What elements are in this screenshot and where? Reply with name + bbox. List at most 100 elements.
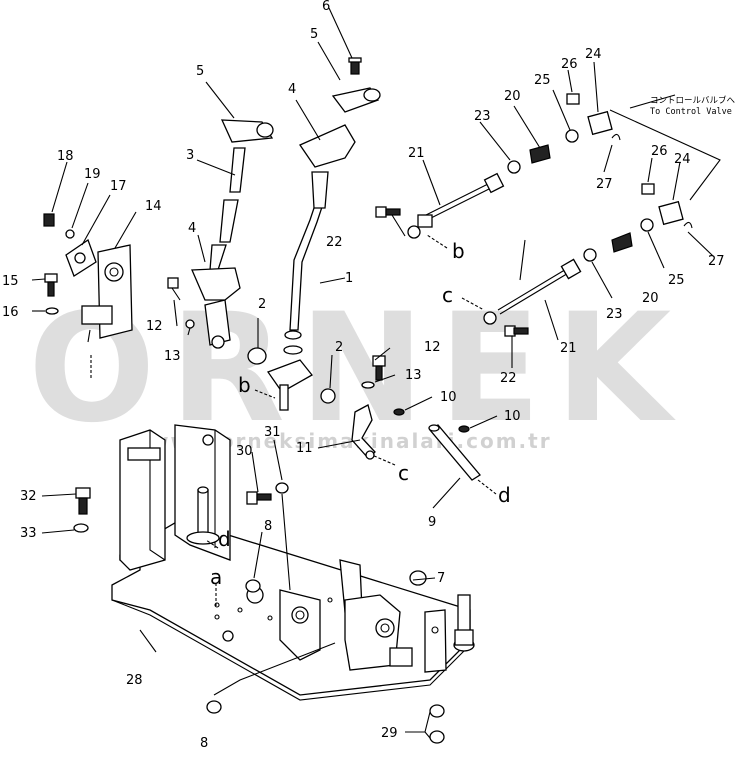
front-bracket-right [389,609,447,673]
washer-13-left [185,319,195,329]
callout-4b: 4 [288,82,296,97]
callout-19: 19 [84,167,101,182]
callout-9: 9 [428,515,436,530]
callout-8a: 8 [264,519,272,534]
stud-20-lower [611,232,633,253]
ref-d-2: d [498,483,511,507]
washer-16 [45,307,59,315]
bolt-22-upper [375,206,401,218]
lever-11 [351,404,376,460]
callout-21b: 21 [560,341,577,356]
bolt-15 [44,273,58,297]
callout-3: 3 [186,148,194,163]
callout-22a: 22 [326,235,343,250]
callout-33: 33 [20,526,37,541]
callout-13a: 13 [164,349,181,364]
rod-21-upper [407,172,505,239]
watermark-logo: ORNEK [28,282,685,456]
joint-24-lower [658,200,684,226]
callout-21a: 21 [408,146,425,161]
bushing-2b [320,388,336,404]
ref-d-1: d [218,527,231,551]
callout-23a: 23 [474,109,491,124]
ref-arrows [90,94,676,606]
leader-lines [31,7,721,739]
callout-24a: 24 [585,47,602,62]
callout-15: 15 [2,274,19,289]
callout-32: 32 [20,489,37,504]
callout-6: 6 [322,0,330,14]
valve-note-jp: コントロールバルブへ [650,95,736,106]
bolt-12-center [372,355,386,381]
bracket-14 [81,244,133,339]
bushing-8-upper [245,579,261,593]
pin-10b [458,425,470,433]
callout-26a: 26 [561,57,578,72]
callout-20a: 20 [504,89,521,104]
callout-25a: 25 [534,73,551,88]
nut-25-lower [640,218,654,232]
spacer-29-lower [429,730,445,744]
callout-26b: 26 [651,144,668,159]
lever-3 [209,147,246,271]
ref-c-1: c [442,283,453,307]
reference-letters: a b b c c d d [210,239,511,589]
bushing-2a [247,347,267,365]
knob-5-right [331,87,381,113]
knob-5-left [220,119,274,143]
screw-6 [348,57,362,75]
callout-1: 1 [345,271,353,286]
nut-25-upper [565,129,579,143]
callout-30: 30 [236,444,253,459]
bushing-8-lower [206,700,222,714]
callout-12a: 12 [146,319,163,334]
spacer-29-upper [429,704,445,718]
ref-b-2: b [238,373,251,397]
left-plate-bracket [119,429,166,571]
callout-13b: 13 [405,368,422,383]
callout-4a: 4 [188,221,196,236]
bolt-18 [43,213,55,227]
ref-a: a [210,565,222,589]
washer-33 [73,523,89,533]
front-bracket-left [279,589,321,661]
callout-5a: 5 [196,64,204,79]
valve-note: コントロールバルブへ To Control Valve [650,95,736,117]
lever-base-4-left [191,267,241,349]
pin-10a [393,408,405,416]
ref-b-1: b [452,239,465,263]
rod-21-lower [483,258,582,325]
stud-post [453,594,475,652]
knob-cover-4-right [299,124,356,168]
callout-27b: 27 [708,254,725,269]
callout-12b: 12 [424,340,441,355]
stud-20-upper [529,144,551,164]
callout-29: 29 [381,726,398,741]
callout-28: 28 [126,673,143,688]
callout-20b: 20 [642,291,659,306]
washer-31 [275,482,289,494]
callout-17: 17 [110,179,127,194]
nut-23-lower [583,248,597,262]
callout-18: 18 [57,149,74,164]
bolt-22-lower [504,325,529,337]
callout-labels: 1 2 2 3 4 4 5 5 6 7 8 8 9 10 10 11 12 12… [2,0,725,751]
bushing-7 [409,570,427,586]
callout-14: 14 [145,199,162,214]
washer-19 [65,229,75,239]
joint-24-upper [587,110,613,136]
ref-c-2: c [398,461,409,485]
lever-rod-1 [289,171,329,331]
front-bracket-center [339,559,401,671]
callout-31: 31 [264,425,281,440]
callout-8b: 8 [200,736,208,751]
shaft-9 [428,424,481,481]
valve-note-en: To Control Valve [650,107,732,117]
pin-27-lower [683,221,693,229]
callout-11: 11 [296,441,313,456]
washer-13-center [361,381,375,389]
callout-27a: 27 [596,177,613,192]
callout-2b: 2 [335,340,343,355]
